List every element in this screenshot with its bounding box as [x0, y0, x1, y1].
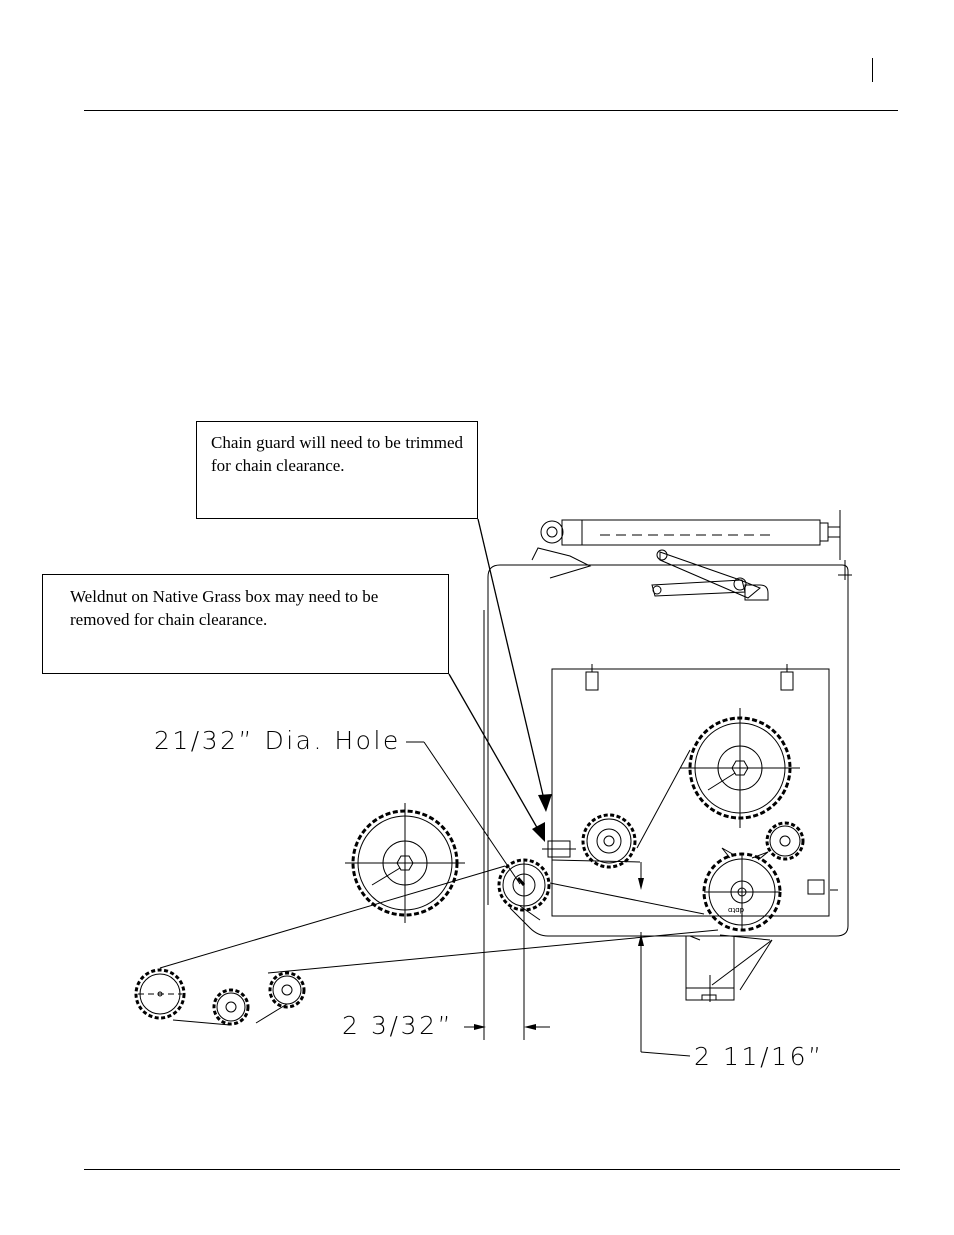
dimension-hole-diameter: 21/32” Dia. Hole: [154, 726, 401, 755]
header-vertical-tick: [872, 58, 873, 82]
leader-lines: [406, 518, 691, 1057]
sprocket-idler-right: [765, 821, 805, 861]
sprocket-bottom-idler: [212, 988, 250, 1026]
dimension-horizontal-offset: 2 3/32”: [342, 1011, 454, 1040]
bottom-bracket: [685, 935, 735, 1002]
sprocket-left-large: [345, 803, 465, 923]
callout-weldnut: Weldnut on Native Grass box may need to …: [42, 574, 449, 674]
chains: [159, 749, 773, 1026]
sprocket-large-upper: [680, 708, 800, 828]
top-linkage: [531, 510, 852, 601]
sprocket-lower-right: ɑʇɑp: [702, 847, 782, 932]
callout-chain-guard: Chain guard will need to be trimmed for …: [196, 421, 478, 519]
sprocket-mid: [581, 813, 637, 869]
sprocket-drive: [497, 858, 551, 1040]
dimension-vertical-drop: 2 11/16”: [694, 1042, 824, 1071]
header-rule: [84, 110, 898, 111]
sprocket-bottom-small: [268, 971, 306, 1009]
sprocket-code-label: ɑʇɑp: [728, 906, 745, 914]
hopper-frame: [483, 564, 849, 1040]
sprocket-bottom-left: [134, 968, 186, 1020]
footer-rule: [84, 1169, 900, 1170]
